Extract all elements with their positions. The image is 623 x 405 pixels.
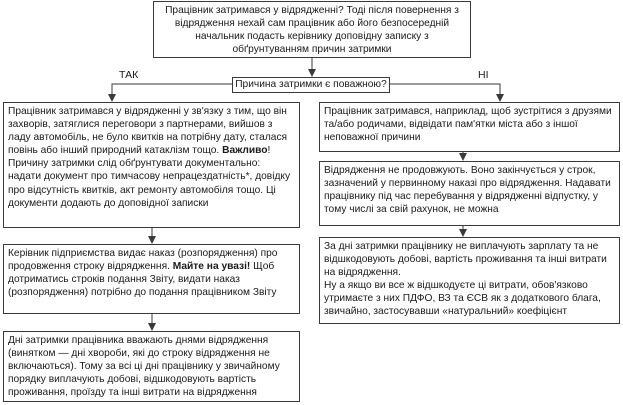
right-box2-text: Відрядження не продовжують. Воно закінчу… [324, 165, 611, 216]
left-box-order: Керівник підприємства видає наказ (розпо… [3, 244, 300, 314]
left-box2-note: Майте на увазі! [172, 261, 251, 273]
left-box-valid-reason: Працівник затримався у відрядженні у зв'… [3, 102, 300, 228]
yes-label: ТАК [119, 69, 139, 81]
no-label: НІ [478, 69, 489, 81]
right-box-no-payment: За дні затримки працівнику не виплачують… [319, 237, 620, 324]
top-box-text: Працівник затримався у відрядженні? Тоді… [165, 5, 459, 56]
left-box2-text2: Щоб дотриматись строків подання Звіту, в… [8, 261, 277, 299]
arrow-yes-branch [108, 83, 232, 102]
left-box-travel-days: Дні затримки працівника вважають днями в… [3, 331, 300, 402]
arrow-no-branch [390, 83, 504, 102]
right-box-not-extended: Відрядження не продовжують. Воно закінчу… [319, 161, 620, 226]
left-box1-text2: ! Причину затримки слід обґрунтувати док… [8, 145, 291, 209]
left-box1-text: Працівник затримався у відрядженні у зв'… [8, 106, 288, 157]
right-box1-text: Працівник затримався, наприклад, щоб зус… [324, 106, 612, 144]
right-box3-text1: За дні затримки працівнику не виплачують… [324, 241, 607, 279]
question-box: Причина затримки є поважною? [232, 77, 390, 93]
right-box-invalid-reason: Працівник затримався, наприклад, щоб зус… [319, 102, 620, 152]
left-box2-text: Керівник підприємства видає наказ (розпо… [8, 248, 278, 273]
top-box: Працівник затримався у відрядженні? Тоді… [153, 1, 471, 58]
question-text: Причина затримки є поважною? [235, 79, 387, 90]
left-box3-text: Дні затримки працівника вважають днями в… [8, 335, 280, 399]
right-box3-text2: Ну а якщо ви все ж відшкодуєте ці витрат… [324, 280, 601, 318]
left-box1-important: Важливо [222, 145, 268, 157]
